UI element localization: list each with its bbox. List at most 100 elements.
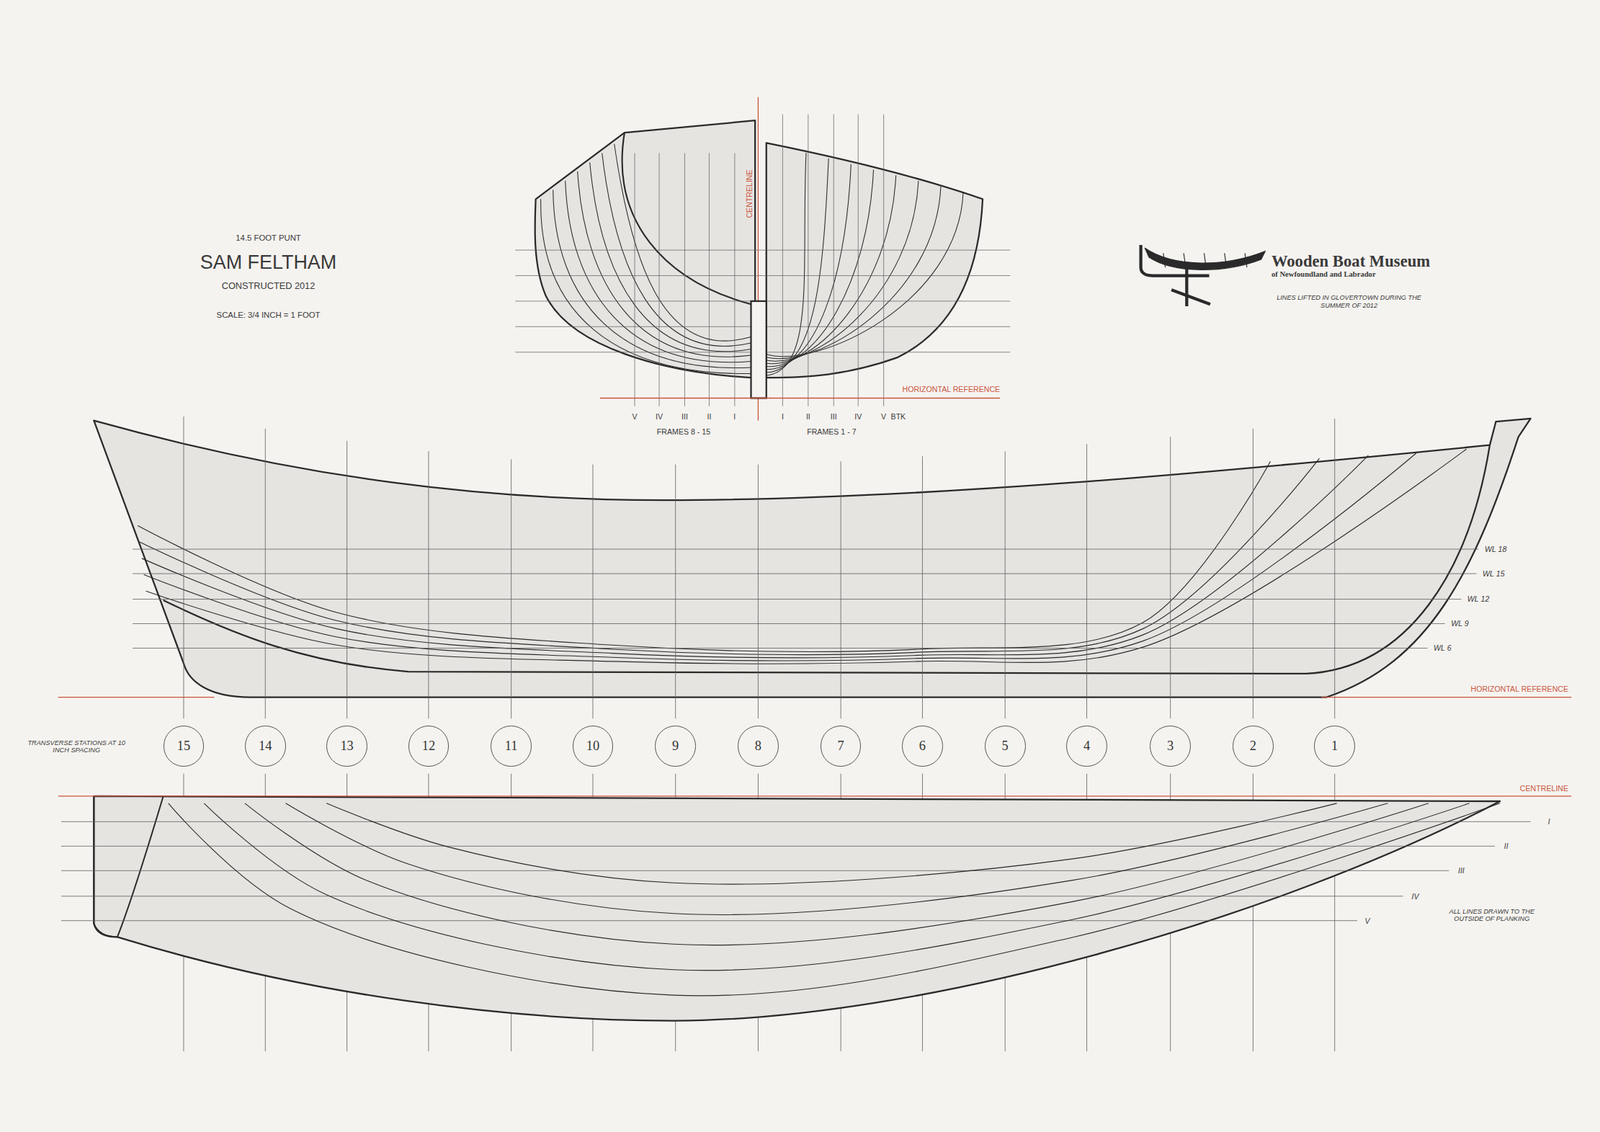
- logo-rib: [1183, 252, 1186, 268]
- waterline: [132, 598, 1461, 600]
- station-line: [922, 456, 923, 719]
- frame-section: [766, 186, 941, 359]
- station-line: [1334, 418, 1335, 719]
- frame-section: [766, 164, 852, 370]
- frame-section: [577, 171, 752, 357]
- waterline-curve: [203, 803, 1469, 971]
- buttock-grid: [659, 153, 660, 407]
- horizontal-reference-line: [1321, 696, 1572, 698]
- station-line: [182, 416, 184, 719]
- annotation-label: I: [781, 412, 784, 421]
- buttock-grid: [734, 153, 735, 407]
- station-number: 15: [177, 738, 191, 754]
- buttock-curve: [141, 455, 1369, 658]
- waterline-grid: [515, 249, 1010, 251]
- boat-title: SAM FELTHAM: [200, 251, 337, 274]
- station-line: [840, 461, 842, 719]
- waterline-grid: [515, 275, 1010, 276]
- waterline: [132, 573, 1477, 575]
- frame-section: [541, 198, 752, 374]
- annotation-label: WL 18: [1484, 544, 1507, 554]
- logo-stand: [1171, 289, 1211, 305]
- buttock-curve: [146, 448, 1467, 664]
- annotation-label: IV: [1411, 891, 1420, 901]
- frame-section: [766, 152, 807, 376]
- buttock-curve: [137, 461, 1271, 652]
- station-number: 6: [919, 738, 926, 754]
- transom-half: [93, 796, 163, 937]
- buttock-curve: [139, 458, 1320, 655]
- station-circle: 6: [901, 725, 943, 767]
- station-line: [1252, 428, 1254, 719]
- annotation-label: II: [706, 412, 712, 421]
- station-number: 12: [422, 738, 436, 754]
- station-number: 10: [586, 738, 600, 754]
- annotation-label: II: [806, 412, 811, 421]
- logo-stand: [1185, 267, 1188, 307]
- annotation-label: III: [1458, 865, 1465, 875]
- station-line: [510, 458, 512, 719]
- station-line: [346, 440, 348, 719]
- horizontal-reference-line: [600, 397, 1000, 399]
- waterline: [132, 548, 1479, 550]
- centreline: [58, 795, 1572, 797]
- frame-section: [766, 191, 964, 356]
- station-circle: 1: [1314, 725, 1356, 767]
- waterline-curve: [326, 803, 1337, 884]
- annotation-label: FRAMES 1 - 7: [806, 427, 856, 436]
- waterline-curve: [285, 803, 1389, 915]
- logo-boat: [1144, 247, 1266, 270]
- annotation-label: TRANSVERSE STATIONS AT 10 INCH SPACING: [25, 739, 128, 755]
- buttock-grid: [857, 114, 859, 407]
- frame-section: [766, 175, 897, 364]
- station-line: [427, 450, 429, 719]
- waterline-curve: [244, 803, 1429, 946]
- buttock-line: [61, 919, 1358, 921]
- annotation-label: V: [1365, 916, 1371, 925]
- station-number: 13: [340, 738, 353, 754]
- body-plan-stern-half: [535, 120, 756, 378]
- buttock-grid: [684, 153, 686, 407]
- annotation-label: SCALE: 3/4 INCH = 1 FOOT: [216, 310, 321, 320]
- keel-section: [751, 301, 767, 399]
- horizontal-reference-line: [58, 696, 215, 698]
- annotation-label: V: [881, 412, 887, 421]
- station-number: 11: [504, 738, 518, 754]
- buttock-line: [61, 870, 1449, 871]
- station-circle: 7: [820, 725, 862, 767]
- annotation-label: CONSTRUCTED 2012: [221, 280, 316, 292]
- station-number: 5: [1002, 738, 1009, 754]
- station-circle: 13: [326, 725, 368, 767]
- logo-rib: [1203, 252, 1206, 268]
- station-circle: 12: [408, 725, 450, 767]
- logo-cradle: [1141, 244, 1210, 276]
- annotation-label: IV: [655, 412, 663, 421]
- station-line: [757, 464, 759, 719]
- annotation-label: I: [1548, 816, 1551, 826]
- station-line: [1086, 443, 1088, 719]
- frame-section: [602, 153, 752, 347]
- station-circle: 10: [572, 725, 614, 767]
- annotation-label: Wooden Boat Museum: [1271, 252, 1430, 271]
- buttock-grid: [807, 114, 809, 407]
- buttock-grid: [782, 114, 784, 407]
- buttock-grid: [634, 153, 636, 407]
- station-circle: 11: [490, 725, 532, 767]
- annotation-label: HORIZONTAL REFERENCE: [902, 384, 1001, 394]
- station-number: 3: [1167, 738, 1174, 754]
- annotation-label: LINES LIFTED IN GLOVERTOWN DURING THE SU…: [1272, 294, 1425, 310]
- station-line: [265, 428, 266, 719]
- annotation-label: I: [733, 412, 736, 421]
- logo-rib: [1224, 252, 1227, 268]
- station-circle: 9: [654, 725, 696, 767]
- rabbet-line: [163, 445, 1490, 674]
- annotation-label: WL 12: [1467, 594, 1490, 603]
- station-circle: 15: [163, 725, 205, 767]
- waterline: [132, 647, 1428, 649]
- station-circle: 14: [244, 725, 286, 767]
- annotation-label: III: [681, 412, 688, 421]
- annotation-label: HORIZONTAL REFERENCE: [1471, 684, 1570, 694]
- frame-section: [766, 180, 919, 361]
